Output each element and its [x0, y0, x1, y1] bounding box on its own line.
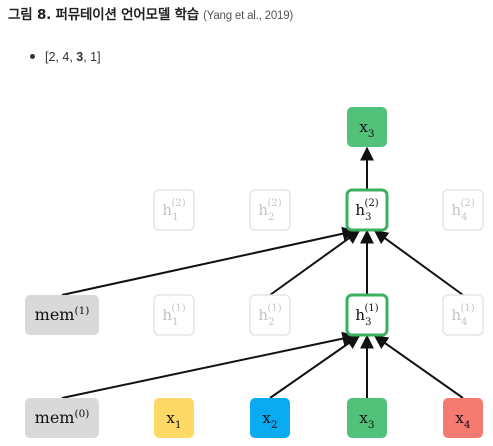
input-x4-node: x4 [443, 398, 483, 438]
h4-layer1-node-label: h4(1) [451, 303, 474, 328]
mem0-node: mem(0) [25, 398, 99, 438]
h3-layer2-node-box [345, 188, 389, 232]
order-close-bracket: ] [97, 50, 101, 64]
input-x1-node: x1 [154, 398, 194, 438]
h1-layer1-node-box [153, 294, 195, 336]
input-x2-node: x2 [250, 398, 290, 438]
figure-caption: 그림 8. 퍼뮤테이션 언어모델 학습 (Yang et al., 2019) [8, 3, 293, 23]
input-x2-node-label: x2 [262, 409, 277, 431]
h4-layer2-node-label: h4(2) [451, 198, 474, 223]
arrow-h2-1-to-h3-2 [269, 230, 361, 296]
h1-layer2-node-label: h1(2) [162, 198, 185, 223]
mem1-node-label: mem(1) [35, 305, 90, 324]
h2-layer2-node-label: h2(2) [258, 198, 281, 223]
mem1-node: mem(1) [25, 295, 99, 335]
input-x4-node-label: x4 [455, 409, 470, 431]
bullet-dot-icon [30, 54, 35, 60]
order-open-bracket: [ [45, 50, 49, 64]
attention-arrows [61, 146, 464, 399]
h2-layer2-node: h2(2) [249, 189, 291, 231]
h4-layer1-node-box [442, 294, 484, 336]
arrow-h4-1-to-h3-2 [373, 230, 464, 296]
output-x3-node: x3 [347, 107, 387, 147]
h4-layer1-node: h4(1) [442, 294, 484, 336]
caption-title: 그림 8. 퍼뮤테이션 언어모델 학습 [8, 7, 199, 23]
mem1-node-box [25, 295, 99, 335]
order-highlight: 3 [76, 50, 84, 64]
input-x3-node-label: x3 [359, 409, 374, 431]
mem0-node-box [25, 398, 99, 438]
input-x1-node-box [154, 398, 194, 438]
output-x3-node-box [347, 107, 387, 147]
h2-layer2-node-box [249, 189, 291, 231]
h3-layer1-node: h3(1) [345, 293, 389, 337]
diagram-nodes: mem(0) mem(1) x1 x2 x3 x4 h1(1) h2(1) h3(1) h4(1)… [25, 107, 484, 438]
order-prefix: 2, 4, [48, 50, 77, 64]
h4-layer2-node-box [442, 189, 484, 231]
arrow-x4-to-h3-1 [373, 335, 464, 399]
h3-layer1-node-label: h3(1) [355, 303, 378, 328]
input-x4-node-box [443, 398, 483, 438]
input-x3-node-box [347, 398, 387, 438]
h3-layer2-node-label: h3(2) [355, 198, 378, 223]
order-suffix: , 1 [83, 50, 98, 64]
input-x3-node: x3 [347, 398, 387, 438]
arrow-x2-to-h3-1 [269, 335, 361, 399]
h2-layer1-node: h2(1) [249, 294, 291, 336]
h3-layer1-node-box [345, 293, 389, 337]
input-x1-node-label: x1 [166, 409, 181, 431]
arrow-mem0-to-h3-1 [61, 331, 357, 399]
h1-layer1-node: h1(1) [153, 294, 195, 336]
mem0-node-label: mem(0) [35, 408, 90, 427]
h3-layer2-node: h3(2) [345, 188, 389, 232]
h1-layer2-node-box [153, 189, 195, 231]
h4-layer2-node: h4(2) [442, 189, 484, 231]
output-x3-node-label: x3 [359, 118, 374, 140]
arrow-mem1-to-h3-2 [61, 226, 357, 296]
h1-layer1-node-label: h1(1) [162, 303, 185, 328]
h2-layer1-node-label: h2(1) [258, 303, 281, 328]
permutation-order-item: [2, 4, 3, 1] [30, 50, 101, 64]
h1-layer2-node: h1(2) [153, 189, 195, 231]
input-x2-node-box [250, 398, 290, 438]
caption-reference: (Yang et al., 2019) [203, 10, 294, 22]
h2-layer1-node-box [249, 294, 291, 336]
